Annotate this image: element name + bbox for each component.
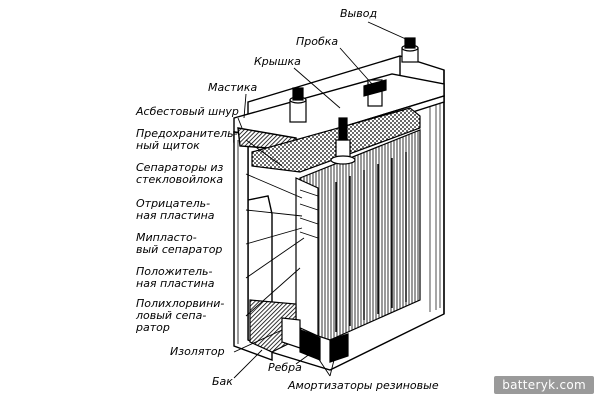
label-glass-mat-separators: Сепараторы из стекловойлока: [136, 162, 223, 186]
terminal-left: [289, 87, 307, 123]
label-line: Отрицатель-: [136, 197, 211, 210]
label-line: вый сепаратор: [136, 243, 223, 256]
label-line: Положитель-: [136, 265, 213, 278]
filler-plug: [363, 79, 387, 107]
plates-block: [295, 129, 421, 341]
label-asbestos-cord: Асбестовый шнур: [136, 105, 239, 118]
label-line: ратор: [136, 321, 170, 334]
label-line: ная пластина: [136, 209, 215, 222]
label-filler-plug: Пробка: [296, 35, 339, 48]
label-line: ная пластина: [136, 277, 215, 290]
label-line: стекловойлока: [136, 173, 224, 186]
label-terminal: Вывод: [340, 7, 378, 20]
label-line: ловый сепа-: [136, 309, 207, 322]
label-positive-plate: Положитель- ная пластина: [136, 266, 215, 290]
terminal-right: [401, 37, 419, 63]
label-line: Мипласто-: [136, 231, 197, 244]
leader-lines: [233, 21, 409, 379]
label-line: Сепараторы из: [136, 161, 224, 174]
label-negative-plate: Отрицатель- ная пластина: [136, 198, 215, 222]
label-pvc-separator: Полихлорвини- ловый сепа- ратор: [136, 298, 224, 334]
terminal-center: [330, 117, 356, 165]
label-line: Предохрани­тель-: [136, 127, 238, 140]
label-protective-shield: Предохрани­тель- ный щиток: [136, 128, 238, 152]
label-miplast-separator: Мипласто- вый сепаратор: [136, 232, 222, 256]
label-line: ный щиток: [136, 139, 200, 152]
label-ribs: Ребра: [268, 361, 302, 374]
label-cover: Крышка: [254, 55, 301, 68]
label-line: Полихлорвини-: [136, 297, 225, 310]
label-insulator: Изолятор: [170, 345, 225, 358]
site-watermark: batteryk.com: [494, 376, 594, 394]
label-rubber-dampers: Амортизаторы резиновые: [288, 379, 439, 392]
label-tank: Бак: [212, 375, 233, 388]
label-mastic: Мастика: [208, 81, 258, 94]
